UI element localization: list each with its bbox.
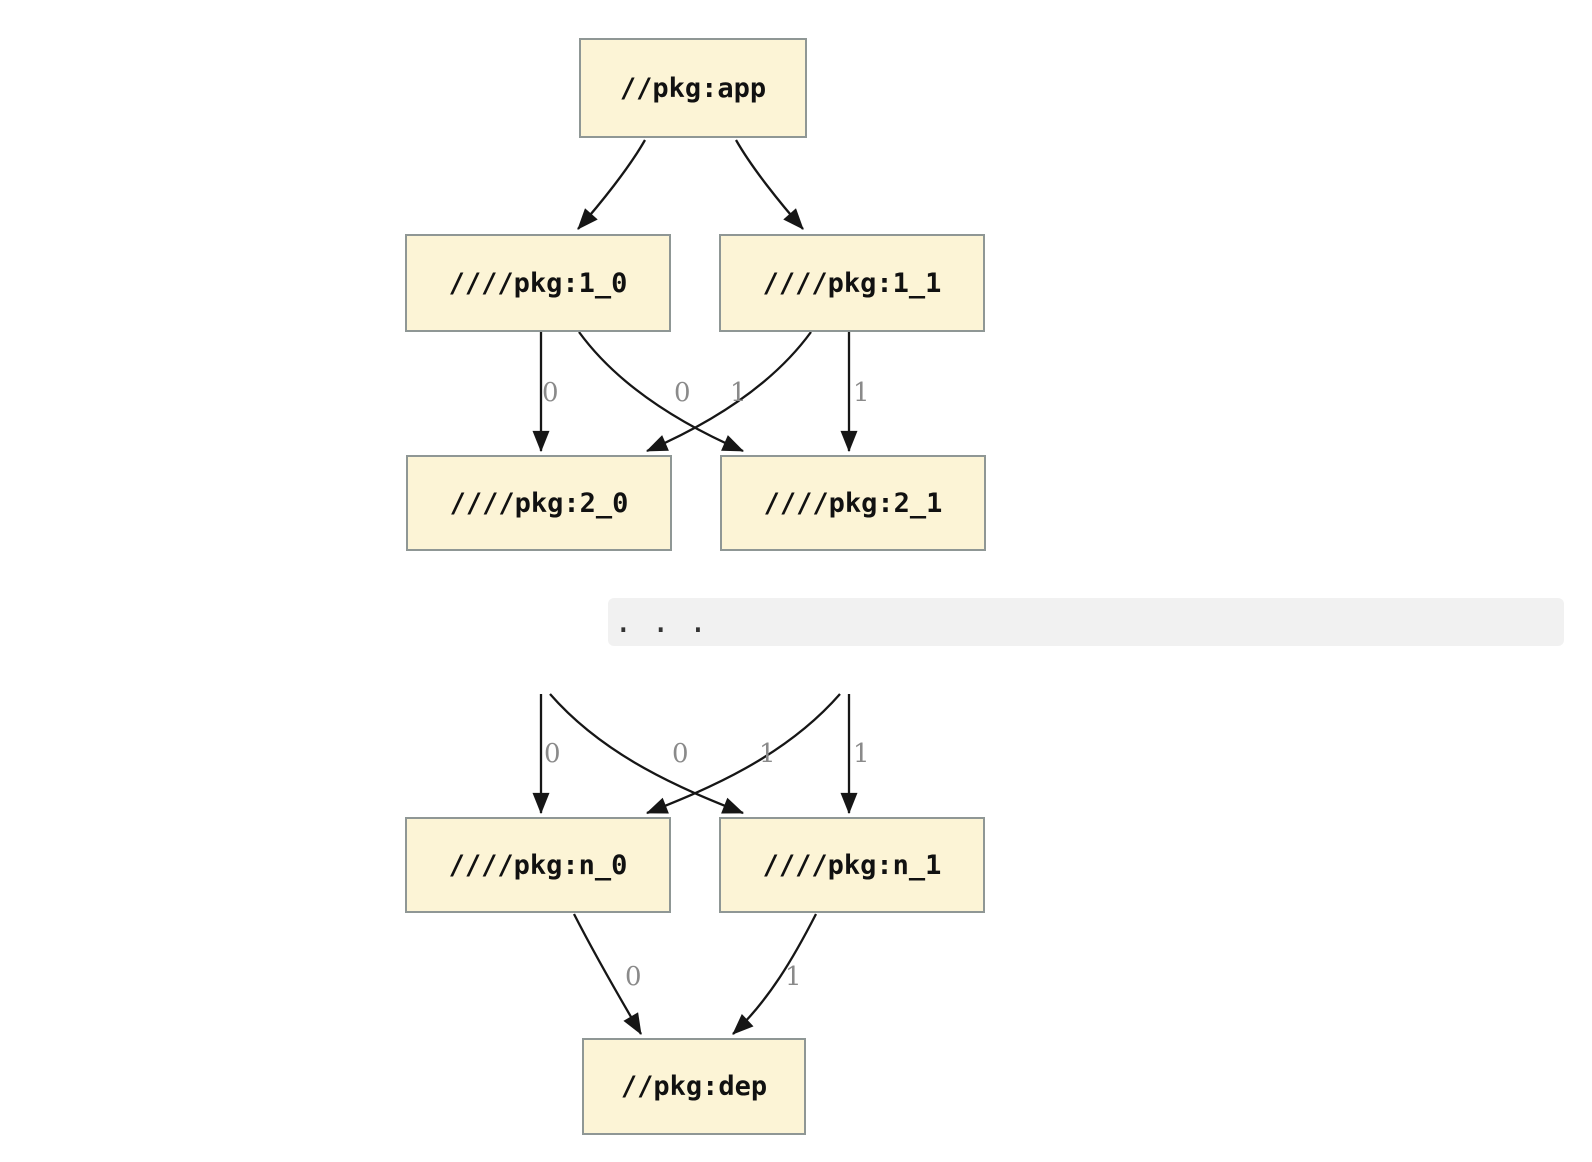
edge-app-to-pkg1_0 bbox=[577, 139, 646, 230]
node-pkg-2_0-label: ////pkg:2_0 bbox=[449, 487, 629, 519]
edge-label-lower-0-mid: 0 bbox=[672, 739, 689, 769]
edge-label-upper-0-mid: 0 bbox=[674, 378, 691, 408]
edge-label-dep-1: 1 bbox=[785, 962, 802, 992]
node-pkg-2_0: ////pkg:2_0 bbox=[406, 455, 672, 551]
edge-pkgn_0-to-dep bbox=[572, 913, 642, 1035]
node-pkg-1_0-label: ////pkg:1_0 bbox=[448, 267, 628, 299]
edge-cont-to-pkgn_1-cross bbox=[549, 693, 744, 815]
edge-cont-to-pkgn_0-cross bbox=[646, 693, 841, 815]
node-pkg-1_1: ////pkg:1_1 bbox=[719, 234, 985, 332]
node-pkg-app-label: //pkg:app bbox=[619, 72, 767, 104]
edge-pkg1_1-to-pkg2_0 bbox=[646, 331, 812, 453]
edge-app-to-pkg1_1 bbox=[735, 139, 804, 230]
edge-label-dep-0: 0 bbox=[625, 962, 642, 992]
node-pkg-1_0: ////pkg:1_0 bbox=[405, 234, 671, 332]
edge-pkg1_0-to-pkg2_1 bbox=[578, 331, 744, 453]
node-pkg-dep: //pkg:dep bbox=[582, 1038, 806, 1135]
node-pkg-2_1-label: ////pkg:2_1 bbox=[763, 487, 943, 519]
node-pkg-1_1-label: ////pkg:1_1 bbox=[762, 267, 942, 299]
node-pkg-2_1: ////pkg:2_1 bbox=[720, 455, 986, 551]
edge-pkgn_1-to-dep bbox=[732, 913, 818, 1035]
node-pkg-n_0: ////pkg:n_0 bbox=[405, 817, 671, 913]
edge-label-upper-1-right: 1 bbox=[853, 378, 870, 408]
node-pkg-app: //pkg:app bbox=[579, 38, 807, 138]
edge-label-lower-0-left: 0 bbox=[544, 739, 561, 769]
edge-label-upper-0-left: 0 bbox=[542, 378, 559, 408]
edge-label-upper-1-mid: 1 bbox=[730, 378, 747, 408]
code-block-ellipsis: . . . bbox=[608, 598, 1564, 646]
node-pkg-n_0-label: ////pkg:n_0 bbox=[448, 849, 628, 881]
edge-label-lower-1-right: 1 bbox=[853, 739, 870, 769]
edge-label-lower-1-mid: 1 bbox=[759, 739, 776, 769]
ellipsis-text: . . . bbox=[614, 604, 708, 640]
node-pkg-n_1-label: ////pkg:n_1 bbox=[762, 849, 942, 881]
node-pkg-n_1: ////pkg:n_1 bbox=[719, 817, 985, 913]
node-pkg-dep-label: //pkg:dep bbox=[620, 1071, 768, 1102]
